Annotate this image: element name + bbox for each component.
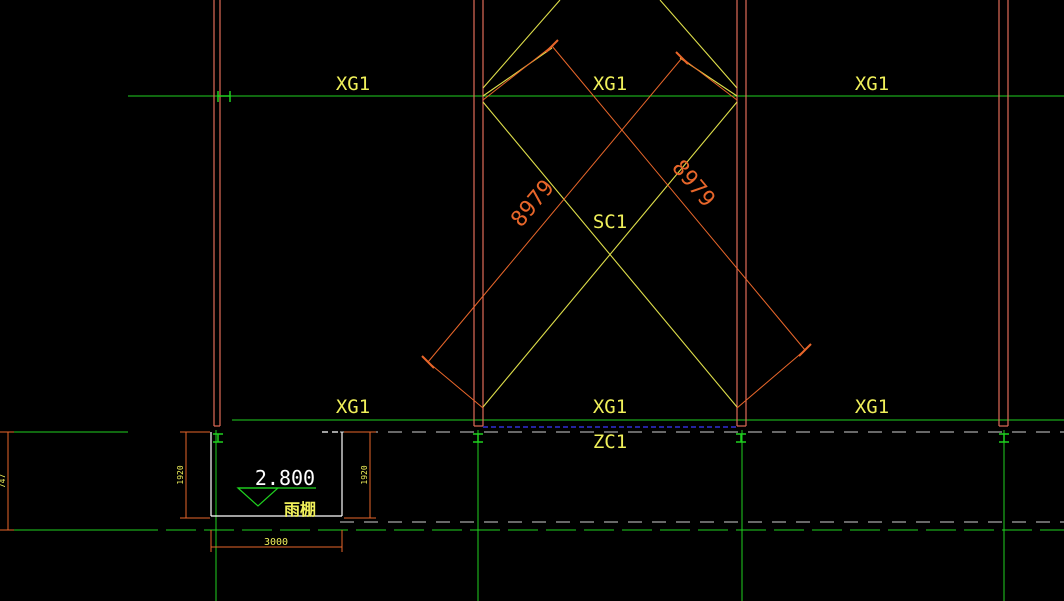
beam-label-lower-mid: XG1: [593, 396, 627, 418]
beam-label-lower-right: XG1: [855, 396, 889, 418]
dim-line-1: [427, 57, 683, 363]
dim-line-2: [551, 45, 806, 351]
brace-top-right: [659, 0, 738, 89]
canopy-dimensions: [0, 431, 376, 552]
canopy-elevation: 2.800: [255, 466, 315, 490]
canopy-height-dim-left: 1920: [176, 465, 185, 484]
outer-dim: 747: [0, 474, 7, 489]
canopy: [210, 431, 343, 517]
dim-tick-4: [798, 343, 812, 357]
beam-label-lower-left: XG1: [336, 396, 370, 418]
canopy-height-dim-right: 1920: [360, 465, 369, 484]
brace-diag-2: [482, 101, 738, 408]
column-base-markers: [213, 91, 1009, 443]
dim-tick-1: [421, 355, 435, 369]
axis-end-marker: [217, 91, 231, 102]
brace-dimensions: [421, 39, 812, 409]
beam-label-upper-left: XG1: [336, 73, 370, 95]
base-marker-2: [473, 433, 483, 443]
elevation-symbol: [236, 487, 316, 507]
base-marker-4: [999, 433, 1009, 443]
brace-length-label-2: 8979: [666, 155, 719, 212]
brace-top-cap-left: [482, 47, 553, 97]
dim-ext-1b: [681, 57, 738, 101]
labels: XG1 XG1 XG1 XG1 XG1 XG1 SC1 ZC1 8979 897…: [0, 73, 889, 548]
dim-ext-2b: [482, 45, 553, 101]
canopy-name: 雨棚: [284, 500, 316, 519]
columns: [213, 0, 1009, 427]
dashed-gridlines: [340, 431, 1064, 523]
brace-top-cap-right: [679, 57, 738, 97]
brace-label: SC1: [593, 211, 627, 233]
column-label: ZC1: [593, 431, 627, 453]
canopy-width-dim: 3000: [264, 537, 288, 548]
beam-label-upper-right: XG1: [855, 73, 889, 95]
dim-ext-1a: [427, 361, 484, 409]
dim-tick-2: [675, 51, 689, 65]
elevation-triangle-icon: [236, 487, 280, 507]
cross-bracing: [482, 0, 738, 408]
brace-top-left: [482, 0, 561, 89]
base-marker-1: [213, 433, 223, 443]
base-marker-3: [736, 433, 746, 443]
dim-tick-3: [545, 39, 559, 53]
beam-label-upper-mid: XG1: [593, 73, 627, 95]
dim-ext-2a: [736, 349, 806, 409]
